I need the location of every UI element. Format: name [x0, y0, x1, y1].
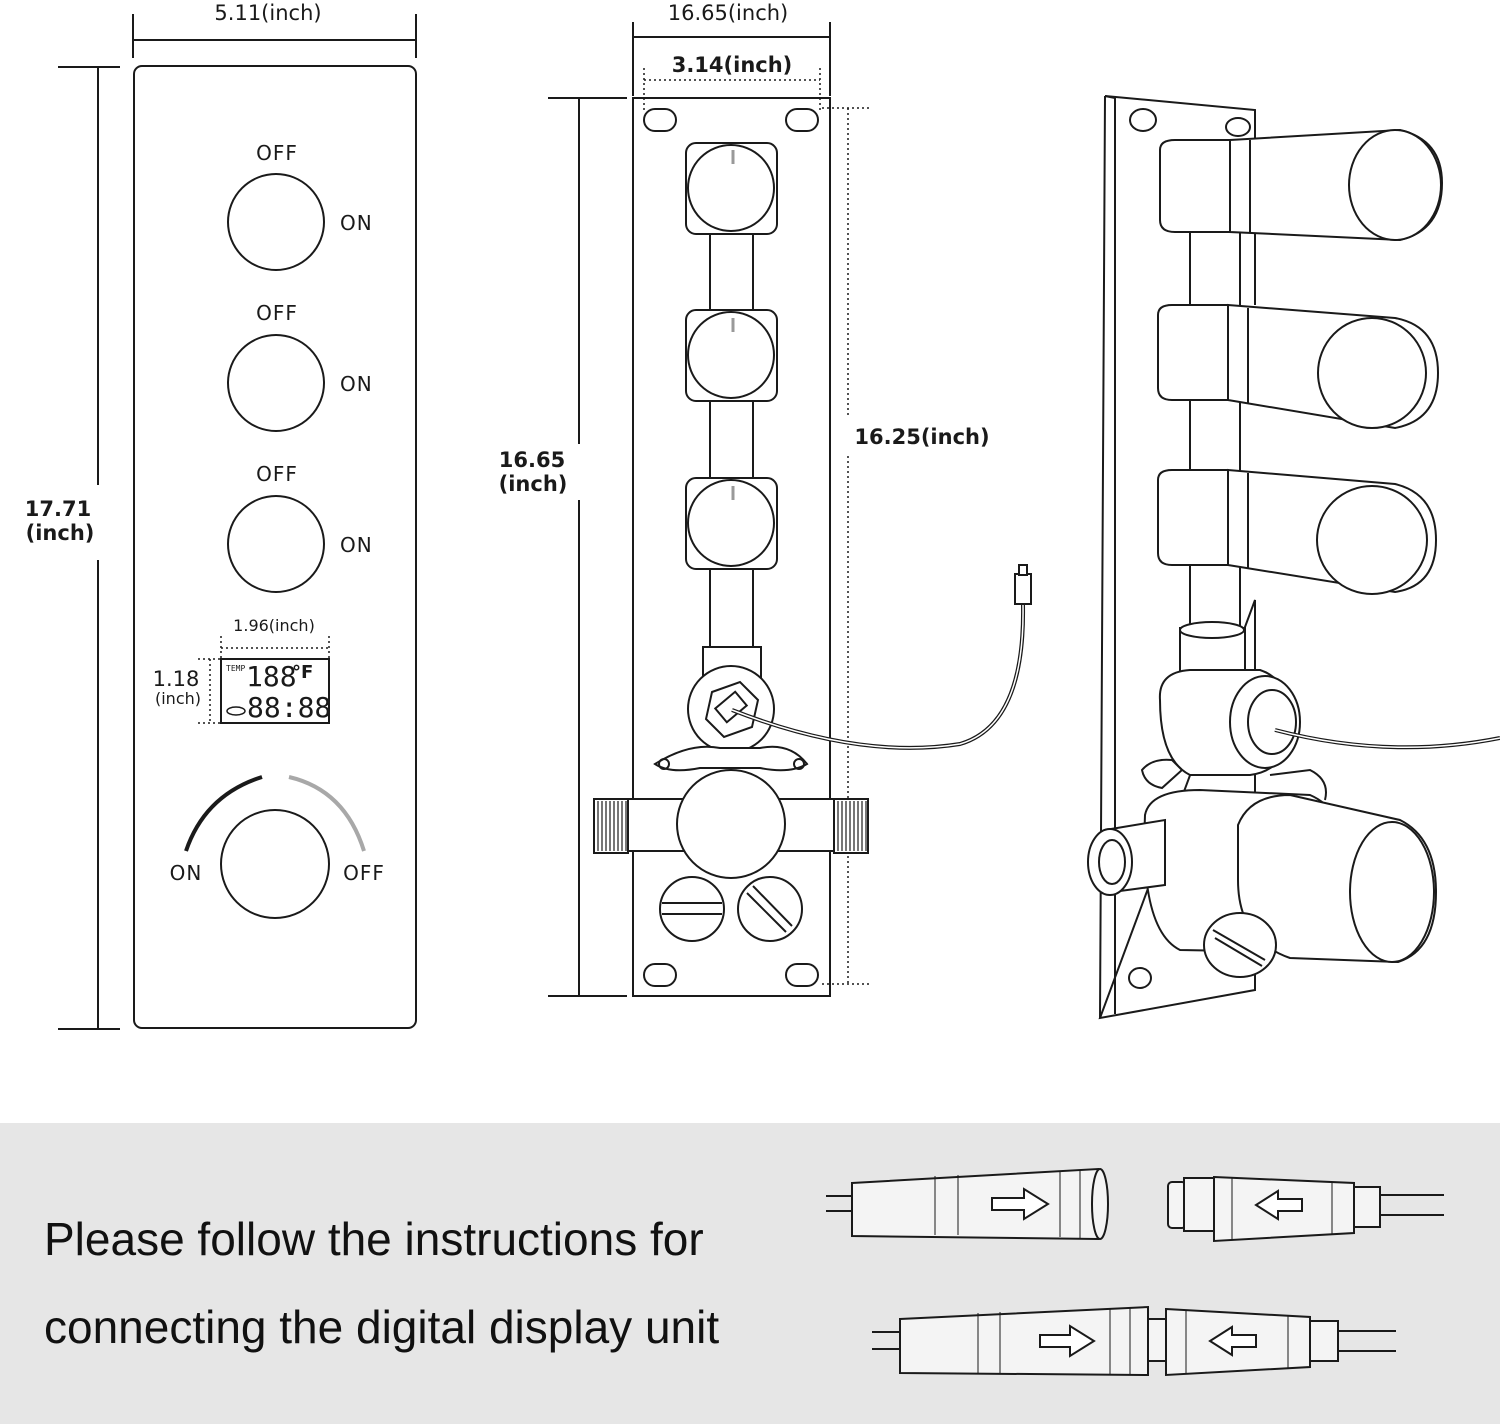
valve-front-view [548, 22, 1032, 997]
knob-2-on-label: ON [340, 372, 373, 396]
digital-display [220, 658, 330, 724]
knob-1-on-label: ON [340, 211, 373, 235]
knob-2-off-label: OFF [256, 301, 298, 325]
knob-3-on-label: ON [340, 533, 373, 557]
front-panel [133, 65, 417, 1029]
main-temperature-knob [220, 809, 330, 919]
instruction-line-2: connecting the digital display unit [44, 1301, 720, 1353]
front-panel-labels: 5.11(inch) 17.71 (inch) OFF ON OFF ON OF… [25, 1, 385, 885]
display-height-label: 1.18 [153, 667, 200, 691]
on-arc [184, 775, 263, 852]
knob-1-off-label: OFF [256, 141, 298, 165]
valve-outer-width-label: 16.65(inch) [668, 1, 789, 25]
display-temp-tag: TEMP [226, 664, 245, 673]
display-oval-icon [226, 706, 246, 716]
right-thread-inlet [833, 798, 869, 854]
left-thread-inlet [593, 798, 629, 854]
valve-height-unit-label: (inch) [499, 472, 568, 496]
front-height-label: 17.71 [25, 497, 91, 521]
connector-diagrams [826, 1167, 1444, 1377]
technical-drawing: 5.11(inch) 17.71 (inch) OFF ON OFF ON OF… [25, 1, 1500, 1030]
display-time-digits: 88:88 [247, 691, 331, 724]
knob-3-off-label: OFF [256, 462, 298, 486]
front-height-unit-label: (inch) [26, 521, 95, 545]
main-knob-on-label: ON [170, 861, 203, 885]
arrow-right-icon [991, 1187, 1050, 1221]
valve-height-label: 16.65 [499, 448, 565, 472]
valve-labels: 16.65(inch) 3.14(inch) 16.65 (inch) 16.2… [499, 1, 990, 496]
knob-1 [227, 173, 325, 271]
arrow-right-icon-joined [1039, 1324, 1096, 1358]
connector-female-socket [1167, 1175, 1444, 1243]
front-panel-view [58, 14, 417, 1030]
knob-3 [227, 495, 325, 593]
knob-2 [227, 334, 325, 432]
off-arc [288, 775, 366, 852]
display-unit: °F [292, 662, 313, 683]
valve-isometric-view [1087, 95, 1500, 1020]
valve-inner-width-label: 3.14(inch) [672, 53, 793, 77]
connector-male-plug [826, 1167, 1109, 1241]
connector-joined-pair [872, 1305, 1396, 1377]
arrow-left-icon [1254, 1189, 1303, 1221]
instruction-panel [0, 1123, 1500, 1424]
valve-mount-height-label: 16.25(inch) [854, 425, 989, 449]
display-temp-digits: 188 [246, 660, 297, 693]
front-width-label: 5.11(inch) [214, 1, 321, 25]
display-height-unit-label: (inch) [155, 689, 201, 708]
display-width-label: 1.96(inch) [233, 616, 315, 635]
valve-plate [632, 97, 831, 997]
instruction-line-1: Please follow the instructions for [44, 1213, 704, 1265]
main-knob-off-label: OFF [343, 861, 385, 885]
arrow-left-icon-joined [1208, 1325, 1257, 1357]
